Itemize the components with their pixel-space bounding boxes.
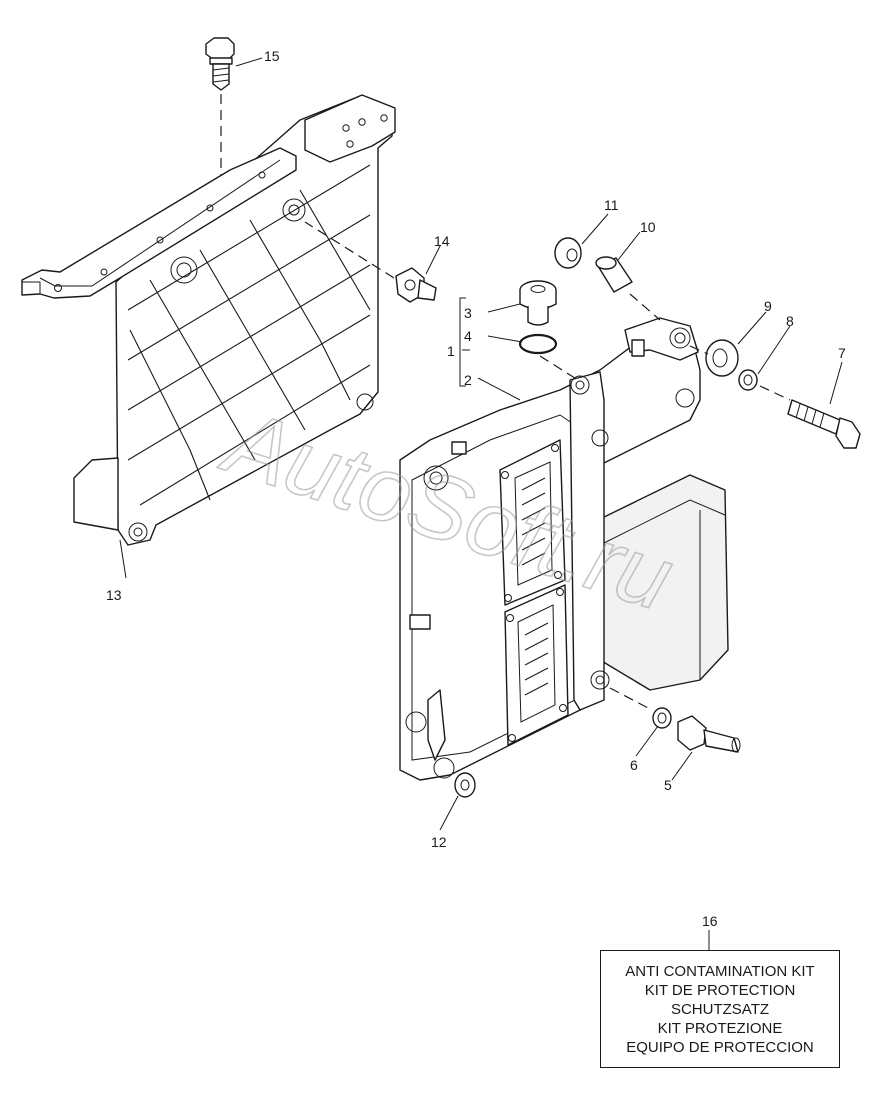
callout-numbers: 15 14 13 11 10 9 8 7 3 4 1 2 6 5 12 16 [106,48,846,929]
leader-lines [119,57,843,950]
sensor-5 [677,715,741,753]
callout-8: 8 [786,313,794,329]
bolt-7 [787,399,861,449]
connector-upper [499,439,566,606]
callout-14: 14 [434,233,450,249]
callout-9: 9 [764,298,772,314]
washer-6 [652,707,672,729]
callout-4: 4 [464,328,472,344]
washer-8 [738,369,758,391]
bolt-14 [395,267,437,303]
o-ring-4 [518,333,558,355]
grommet-9 [705,339,739,377]
callout-12: 12 [431,834,447,850]
anti-contamination-kit-label: ANTI CONTAMINATION KIT KIT DE PROTECTION… [600,950,840,1068]
kit-line-spanish: EQUIPO DE PROTECCION [626,1038,814,1056]
kit-line-german: SCHUTZSATZ [670,1000,770,1018]
kit-line-english: ANTI CONTAMINATION KIT [625,962,815,980]
callout-5: 5 [664,777,672,793]
washer-12 [454,772,476,798]
callout-7: 7 [838,345,846,361]
callout-13: 13 [106,587,122,603]
connector-lower [504,584,569,746]
callout-15: 15 [264,48,280,64]
kit-line-french: KIT DE PROTECTION [644,981,796,999]
callout-3: 3 [464,305,472,321]
engine-control-unit [399,317,729,781]
mounting-bracket [21,94,396,546]
plug-3 [519,280,557,326]
bolt-15 [205,37,235,91]
sleeve-10 [595,256,633,293]
callout-11: 11 [604,197,619,213]
callout-6: 6 [630,757,638,773]
bracket-rib-mesh [127,164,371,506]
callout-10: 10 [640,219,656,235]
kit-line-italian: KIT PROTEZIONE [657,1019,783,1037]
washer-11 [554,237,582,269]
callout-2: 2 [464,372,472,388]
callout-16: 16 [702,913,718,929]
callout-1: 1 [447,343,455,359]
